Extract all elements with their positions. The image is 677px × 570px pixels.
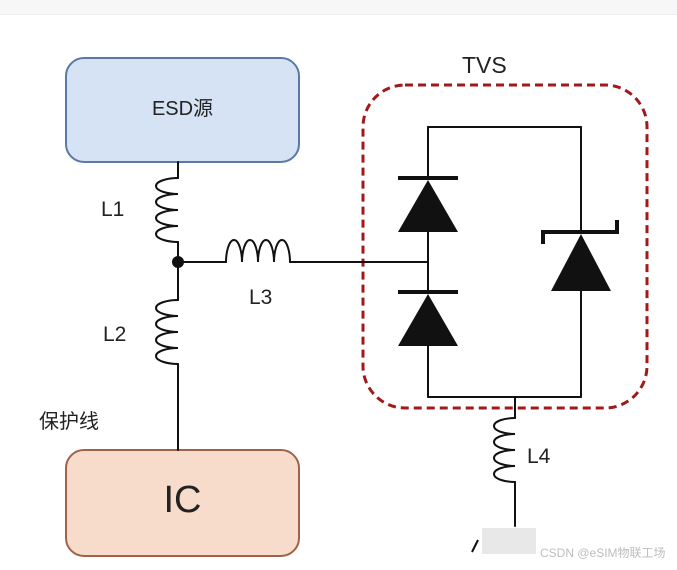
watermark: CSDN @eSIM物联工场 bbox=[540, 546, 666, 560]
inductor-l2-label: L2 bbox=[103, 323, 127, 346]
ic-label: IC bbox=[163, 479, 202, 521]
esd-source-box bbox=[65, 57, 300, 163]
ground-stub bbox=[471, 528, 536, 554]
esd-source-label: ESD源 bbox=[151, 98, 214, 120]
tvs-label: TVS bbox=[462, 52, 507, 78]
inductor-l3 bbox=[225, 238, 291, 263]
diode-lower bbox=[398, 290, 458, 346]
inductor-l4 bbox=[492, 417, 516, 483]
inductor-l3-label: L3 bbox=[249, 286, 273, 309]
top-strip bbox=[0, 0, 677, 15]
inductor-l1 bbox=[154, 177, 179, 243]
ic-box bbox=[65, 449, 300, 557]
inductor-l4-label: L4 bbox=[527, 445, 551, 468]
inductor-l1-label: L1 bbox=[101, 198, 125, 221]
protection-line-label: 保护线 bbox=[39, 411, 99, 433]
junction-dot bbox=[172, 256, 184, 268]
inductor-l2 bbox=[154, 299, 179, 365]
zener-diode bbox=[541, 220, 619, 291]
diode-upper bbox=[398, 176, 458, 232]
tvs-dashed-box bbox=[361, 83, 649, 410]
